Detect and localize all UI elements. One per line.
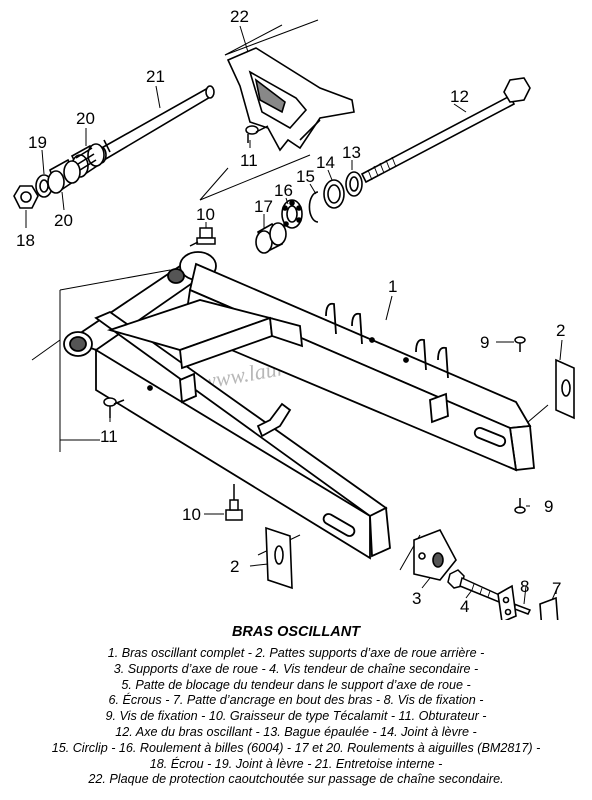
caption-line: 6. Écrous - 7. Patte d’ancrage en bout d…: [108, 693, 484, 708]
callout-7: 7: [552, 579, 561, 598]
part-13-collar: [345, 171, 363, 197]
callout-20-top: 20: [76, 109, 95, 128]
caption-line: 3. Supports d’axe de roue - 4. Vis tende…: [113, 661, 479, 676]
caption-title: BRAS OSCILLANT: [231, 624, 361, 640]
callout-11-lower: 11: [100, 427, 118, 446]
part-10-grease-nipple-lower: [225, 484, 243, 521]
callout-12: 12: [450, 87, 469, 106]
callout-1: 1: [388, 277, 397, 296]
callout-13: 13: [342, 143, 361, 162]
part-14-lip-seal: [323, 179, 345, 209]
part-3-axle-support: [413, 528, 457, 581]
exploded-diagram: www.laurent-roy.com: [13, 7, 575, 620]
part-5-locking-plate: [497, 584, 517, 620]
callout-14: 14: [316, 153, 335, 172]
caption-line: 18. Écrou - 19. Joint à lèvre - 21. Entr…: [149, 756, 443, 771]
callout-19: 19: [28, 133, 47, 152]
callout-9-lower: 9: [544, 497, 553, 516]
callout-9-top: 9: [480, 333, 489, 352]
callout-16: 16: [274, 181, 293, 200]
callout-10-lower: 10: [182, 505, 201, 524]
caption-line: 22. Plaque de protection caoutchoutée su…: [88, 772, 504, 787]
callout-10-top: 10: [196, 205, 215, 224]
callout-11-top: 11: [240, 151, 258, 170]
part-1-swing-arm: [63, 251, 535, 560]
part-2-axle-bracket-right: [555, 358, 575, 420]
part-22-chain-guard: [226, 47, 355, 152]
callout-22: 22: [230, 7, 249, 26]
part-11-plug-top: [245, 125, 269, 143]
callout-18: 18: [16, 231, 35, 250]
caption: BRAS OSCILLANT 1. Bras oscillant complet…: [0, 624, 592, 788]
callout-numbers: 22 21 20 19 20 18 11 12 13 14 15 16 17 1…: [16, 7, 565, 616]
callout-17: 17: [254, 197, 273, 216]
part-7-anchor-plate: [539, 596, 559, 620]
callout-8: 8: [520, 577, 529, 596]
caption-line: 15. Circlip - 16. Roulement à billes (60…: [51, 740, 541, 755]
part-12-axle: [360, 77, 531, 184]
callout-2-left: 2: [230, 557, 239, 576]
part-20-needle-bearing-lower: [47, 158, 81, 194]
caption-line: 9. Vis de fixation - 10. Graisseur de ty…: [105, 709, 487, 724]
part-9-screw-lower: [514, 498, 526, 514]
part-17-needle-bearing: [255, 222, 287, 254]
callout-20-lower: 20: [54, 211, 73, 230]
caption-line: 12. Axe du bras oscillant - 13. Bague ép…: [115, 724, 477, 739]
callout-21: 21: [146, 67, 165, 86]
callout-15: 15: [296, 167, 315, 186]
part-21-inner-spacer: [95, 85, 215, 164]
caption-line: 1. Bras oscillant complet - 2. Pattes su…: [107, 646, 485, 660]
part-16-ball-bearing: [281, 199, 303, 229]
callout-4: 4: [460, 597, 469, 616]
caption-line: 5. Patte de blocage du tendeur dans le s…: [121, 677, 471, 692]
part-9-screw-top: [514, 336, 526, 352]
part-18-nut: [13, 185, 39, 209]
part-4-adjuster-bolt: [447, 569, 507, 605]
part-10-grease-nipple-top: [189, 227, 216, 247]
part-11-plug-lower: [103, 397, 125, 418]
part-15-circlip: [308, 191, 319, 223]
part-2-axle-bracket-left: [265, 526, 293, 590]
leader-lines: [25, 25, 563, 620]
callout-3: 3: [412, 589, 421, 608]
callout-2-right: 2: [556, 321, 565, 340]
